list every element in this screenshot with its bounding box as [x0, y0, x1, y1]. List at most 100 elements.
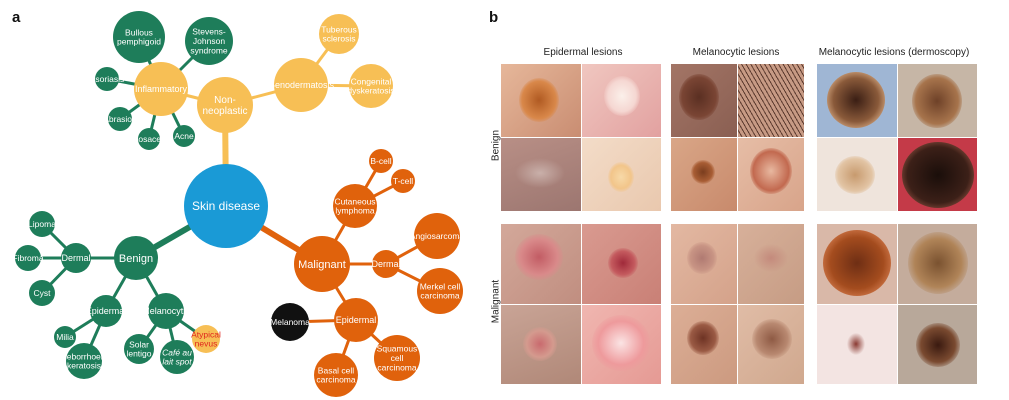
lesion-image [501, 64, 581, 137]
node-psoriasis: Psoriasis [90, 67, 124, 91]
node-circle [391, 169, 415, 193]
node-circle [314, 353, 358, 397]
node-circle [271, 303, 309, 341]
node-melanocytic: Melanocytic [142, 293, 190, 329]
taxonomy-tree: Skin disease Non-neoplastic Inflammatory Bu… [12, 11, 464, 397]
tree-nodes: Skin disease Non-neoplastic Inflammatory Bu… [12, 11, 464, 397]
node-label: Non-neoplastic [202, 95, 247, 117]
node-circle [160, 340, 194, 374]
lesion-image [581, 138, 661, 211]
node-circle [369, 149, 393, 173]
lesion-image [817, 304, 897, 384]
image-grid-dermoscopy-benign [817, 64, 977, 211]
lesion-image [738, 304, 804, 384]
node-melanoma: Melanoma [270, 303, 310, 341]
node-circle [192, 325, 220, 353]
image-grid-epidermal-malignant [501, 224, 661, 384]
node-circle [134, 62, 188, 116]
lesion-image [738, 224, 804, 304]
node-circle [95, 67, 119, 91]
node-circle [197, 77, 253, 133]
node-circle [294, 236, 350, 292]
node-epidermal-benign: Epidermal [86, 295, 126, 327]
node-label: Cyst [34, 288, 52, 298]
node-fibroma: Fibroma [12, 245, 44, 271]
node-circle [108, 107, 132, 131]
node-cyst: Cyst [29, 280, 55, 306]
column-header-epidermal: Epidermal lesions [543, 47, 623, 58]
lesion-image [501, 304, 581, 384]
lesion-image [501, 138, 581, 211]
node-circle [29, 211, 55, 237]
lesion-image [671, 304, 737, 384]
node-circle [114, 236, 158, 280]
panel-a-label: a [12, 9, 21, 26]
node-circle [29, 280, 55, 306]
image-grid-epidermal-benign [501, 64, 661, 211]
node-lipoma: Lipoma [28, 211, 56, 237]
column-header-melanocytic: Melanocytic lesions [692, 47, 780, 58]
lesion-image-panel: b Epidermal lesions Melanocytic lesions … [480, 0, 1009, 400]
node-label: Epidermal [336, 315, 377, 325]
node-circle [15, 245, 41, 271]
taxonomy-diagram-panel: a Skin disease Non-neoplastic Inflammatory… [0, 0, 480, 400]
node-rosacea: Rosacea [132, 128, 166, 150]
row-header-malignant: Malignant [490, 279, 502, 324]
node-circle [372, 250, 400, 278]
node-tcell: T-cell [391, 169, 415, 193]
node-label: Malignant [298, 259, 346, 271]
node-abrasion: Abrasion [103, 107, 137, 131]
lesion-image [671, 138, 737, 211]
node-dermal-benign: Dermal [61, 243, 91, 273]
node-label: Melanoma [270, 317, 310, 327]
node-label: Rosacea [132, 134, 166, 144]
node-circle [333, 184, 377, 228]
lesion-image [897, 138, 977, 211]
node-milia: Milia [54, 326, 76, 348]
node-label: Angiosarcoma [410, 231, 465, 241]
image-grid-melanocytic-malignant [671, 224, 804, 384]
node-circle [90, 295, 122, 327]
node-label: B-cell [370, 156, 391, 166]
node-circle [185, 17, 233, 65]
node-root: Skin disease [184, 164, 268, 248]
node-epidermal-malignant: Epidermal [334, 298, 378, 342]
node-circle [319, 14, 359, 54]
node-circle [173, 125, 195, 147]
lesion-image [738, 138, 804, 211]
node-inflammatory: Inflammatory [134, 62, 188, 116]
node-circle [184, 164, 268, 248]
lesion-image [897, 304, 977, 384]
lesion-image [581, 304, 661, 384]
node-angiosarcoma: Angiosarcoma [410, 213, 465, 259]
node-label: Acne [174, 131, 194, 141]
node-label: Psoriasis [90, 74, 124, 84]
node-bcell: B-cell [369, 149, 393, 173]
lesion-image [581, 64, 661, 137]
column-header-dermoscopy: Melanocytic lesions (dermoscopy) [818, 47, 970, 58]
lesion-image [817, 224, 897, 304]
node-dermal-malignant: Dermal [371, 250, 401, 278]
node-circle [148, 293, 184, 329]
node-benign: Benign [114, 236, 158, 280]
image-grid-dermoscopy-malignant [817, 224, 977, 384]
node-circle [334, 298, 378, 342]
node-circle [138, 128, 160, 150]
